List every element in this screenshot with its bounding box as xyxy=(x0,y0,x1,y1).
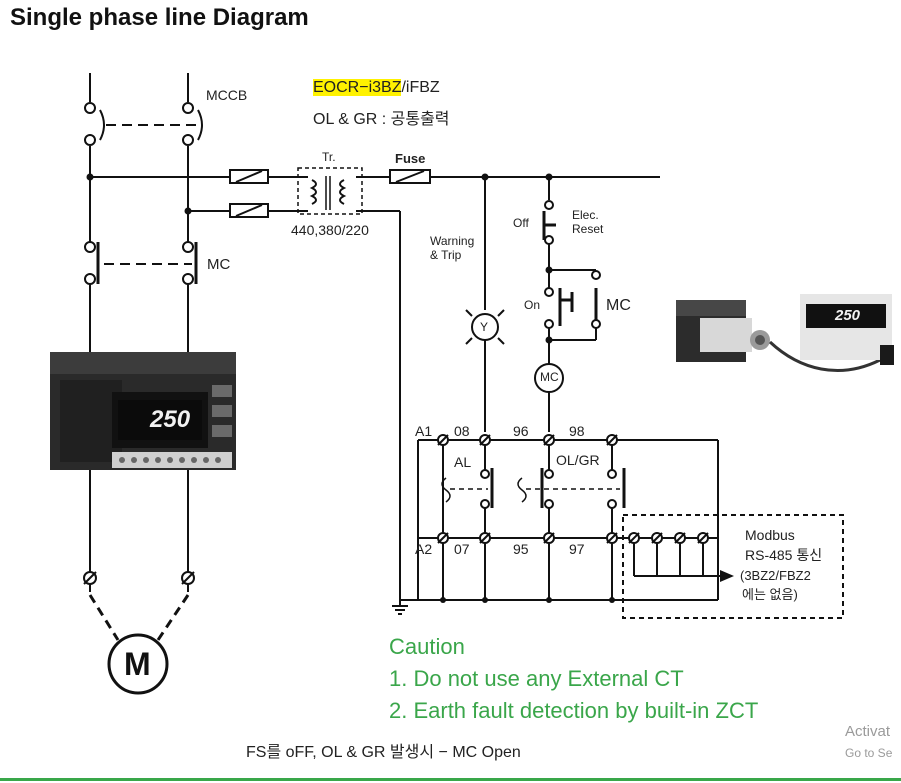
label-mc-right: MC xyxy=(606,297,631,314)
label-voltage: 440,380/220 xyxy=(291,222,369,238)
modbus-box xyxy=(622,514,844,619)
model-name: EOCR−i3BZ/iFBZ xyxy=(313,79,440,97)
label-elec-1: Elec. xyxy=(572,208,599,222)
footer-note: FS를 oFF, OL & GR 발생시 − MC Open xyxy=(246,744,521,761)
label-mccb: MCCB xyxy=(206,87,248,103)
mccb-arc-right xyxy=(197,109,203,141)
terminal-a2: A2 xyxy=(415,541,433,557)
label-off: Off xyxy=(513,216,529,230)
label-lamp-y: Y xyxy=(480,320,489,334)
label-tr: Tr. xyxy=(322,150,336,164)
motor-label: M xyxy=(124,646,151,682)
terminal-96: 96 xyxy=(513,423,529,439)
label-warning-2: & Trip xyxy=(430,248,462,262)
activation-watermark-2: Go to Se xyxy=(845,746,893,760)
relay-device-photo xyxy=(50,352,236,470)
common-output-note: OL & GR : 공통출력 xyxy=(313,111,450,128)
caution-item-1: 1. Do not use any External CT xyxy=(389,666,684,691)
terminal-a1: A1 xyxy=(415,423,433,439)
terminal-97: 97 xyxy=(569,541,585,557)
page-title: Single phase line Diagram xyxy=(10,4,309,31)
label-note-1: (3BZ2/FBZ2 xyxy=(740,568,811,583)
label-warning-1: Warning xyxy=(430,234,475,248)
label-fuse: Fuse xyxy=(395,151,426,166)
terminal-95: 95 xyxy=(513,541,529,557)
terminal-98: 98 xyxy=(569,423,585,439)
label-note-2: 에는 없음) xyxy=(742,587,798,602)
label-olgr: OL/GR xyxy=(556,452,600,468)
label-al: AL xyxy=(454,454,472,470)
terminal-07: 07 xyxy=(454,541,470,557)
product-photo xyxy=(676,294,894,372)
label-modbus-2: RS-485 통신 xyxy=(745,547,823,563)
product-display: 250 xyxy=(835,307,861,324)
transformer-box xyxy=(297,167,363,215)
activation-watermark-1: Activat xyxy=(845,723,891,740)
label-mc-left: MC xyxy=(207,256,231,273)
terminal-08: 08 xyxy=(454,423,470,439)
bottom-rule xyxy=(0,778,901,781)
modbus-arrow xyxy=(720,570,734,582)
motor-symbol xyxy=(107,633,169,695)
model-suffix: /iFBZ xyxy=(401,79,440,96)
model-highlight: EOCR−i3BZ xyxy=(313,79,402,96)
device-display: 250 xyxy=(150,406,191,433)
label-modbus-1: Modbus xyxy=(745,527,795,543)
label-on: On xyxy=(524,298,541,312)
label-mc-coil: MC xyxy=(540,370,559,384)
caution-item-2: 2. Earth fault detection by built-in ZCT xyxy=(389,698,759,723)
label-elec-2: Reset xyxy=(572,222,604,236)
mccb-arc-left xyxy=(99,109,105,141)
caution-heading: Caution xyxy=(389,634,465,659)
